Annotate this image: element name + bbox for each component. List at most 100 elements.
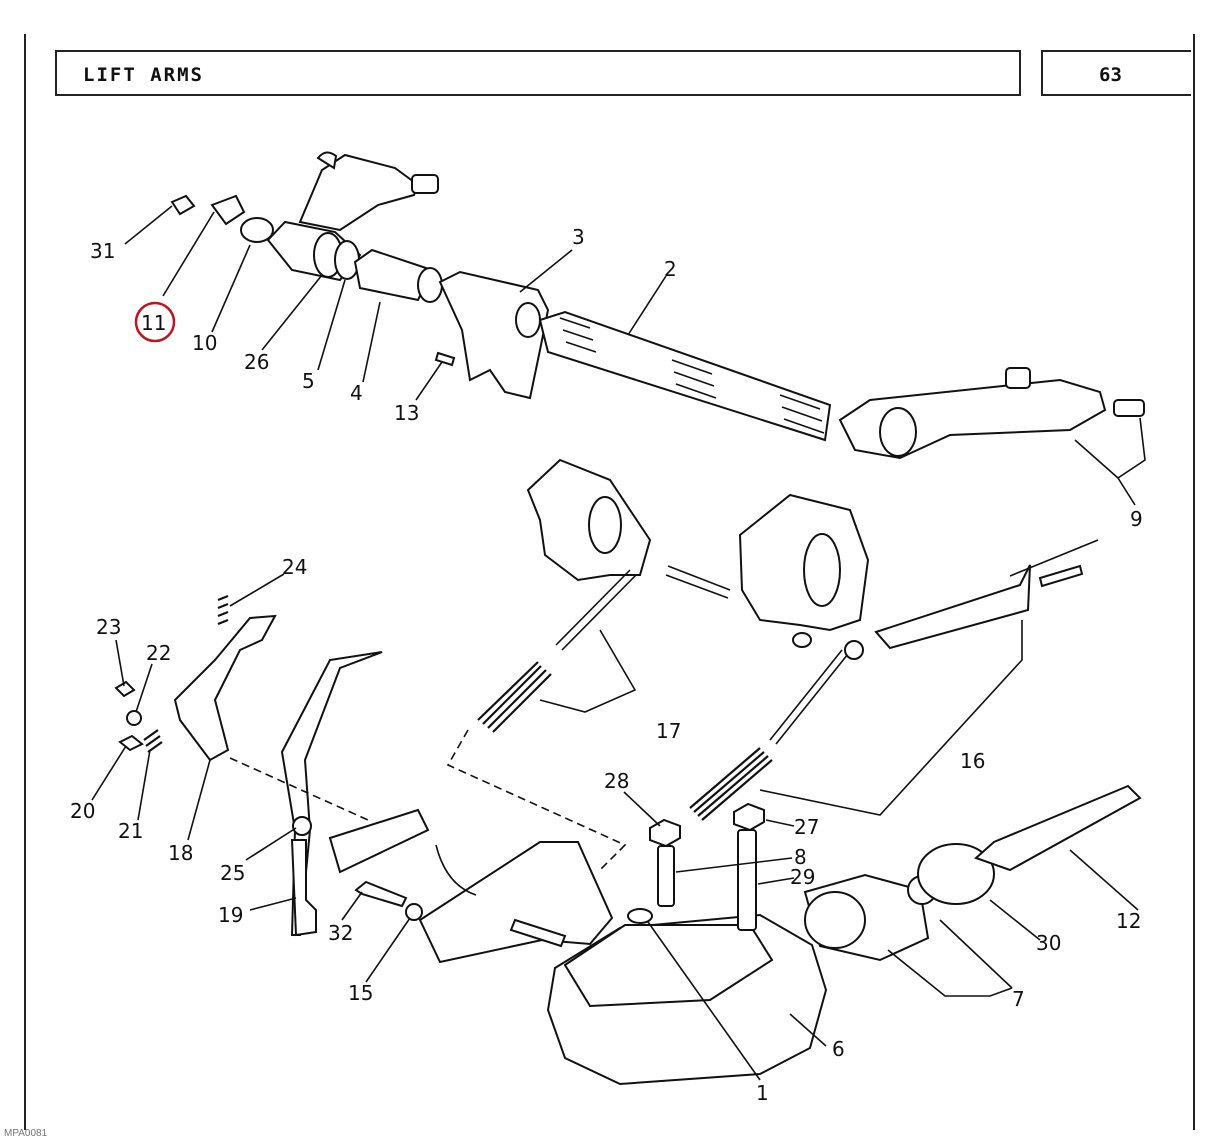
callout-22: 22 xyxy=(146,641,171,665)
leader-7 xyxy=(887,919,1013,997)
nut-27 xyxy=(733,802,765,832)
leader-8 xyxy=(675,857,793,873)
leader-18 xyxy=(187,759,211,841)
cylinder-6-top xyxy=(563,924,774,1008)
link-rod-16 xyxy=(769,649,849,745)
sleeve-4-end xyxy=(417,267,443,303)
leader-23 xyxy=(115,639,125,687)
callout-15: 15 xyxy=(348,981,373,1005)
lower-left-levers xyxy=(114,594,423,937)
lock-plate-11 xyxy=(210,194,246,226)
lever-16 xyxy=(874,564,1031,650)
leader-26 xyxy=(261,274,323,351)
leader-29 xyxy=(757,877,795,885)
leader-19 xyxy=(249,897,297,911)
right-arm-bushing xyxy=(1005,367,1031,389)
lift-cam-3-bore xyxy=(515,302,541,338)
leader-24 xyxy=(229,573,285,607)
control-brackets xyxy=(446,458,1099,871)
right-arm-bore xyxy=(879,407,917,457)
bushing-25 xyxy=(292,816,312,836)
leader-10 xyxy=(211,244,251,333)
callout-1: 1 xyxy=(756,1081,769,1105)
leader-15 xyxy=(365,917,411,983)
leader-5 xyxy=(317,279,346,371)
leader-20 xyxy=(91,745,127,801)
callout-9: 9 xyxy=(1130,507,1143,531)
callout-16: 16 xyxy=(960,749,985,773)
leader-13 xyxy=(415,361,443,401)
lift-shaft-assembly xyxy=(170,151,1145,460)
leader-22 xyxy=(135,663,153,713)
left-lift-arm-pin xyxy=(411,174,439,194)
washer-22 xyxy=(126,710,142,726)
nut-28 xyxy=(649,818,681,848)
leader-32 xyxy=(341,891,363,921)
washer-15 xyxy=(405,903,423,921)
bolt-bracket xyxy=(509,918,567,948)
leader-lines xyxy=(91,205,1146,1081)
callout-11: 11 xyxy=(141,311,166,335)
stud-8 xyxy=(657,845,675,907)
leader-9 xyxy=(1074,417,1146,506)
shaft-spline-a xyxy=(559,317,597,353)
leader-11 xyxy=(162,211,215,297)
lift-cam-3 xyxy=(438,270,550,400)
stud-29 xyxy=(737,829,757,931)
cylinder-assembly xyxy=(328,784,1142,1086)
left-bracket-slot xyxy=(588,496,622,554)
callout-23: 23 xyxy=(96,615,121,639)
right-bracket-slot xyxy=(803,533,841,607)
leader-21 xyxy=(137,749,151,821)
rod-16-top xyxy=(1009,539,1099,577)
callout-24: 24 xyxy=(282,555,307,579)
spring-17 xyxy=(477,661,552,733)
rod-17b xyxy=(665,565,731,599)
callout-29: 29 xyxy=(790,865,815,889)
lever-18 xyxy=(173,614,277,762)
callout-12: 12 xyxy=(1116,909,1141,933)
bracket-17 xyxy=(539,629,637,713)
callout-17: 17 xyxy=(656,719,681,743)
page-number-box: 63 xyxy=(1041,50,1191,96)
title-box: LIFT ARMS xyxy=(55,50,1021,96)
leader-4 xyxy=(362,301,381,383)
nut-20 xyxy=(118,734,144,752)
right-lift-arm-9 xyxy=(838,378,1107,460)
leader-25 xyxy=(245,827,297,861)
leader-31 xyxy=(124,205,173,245)
leader-2 xyxy=(627,275,667,336)
callout-5: 5 xyxy=(302,369,315,393)
push-rod-12 xyxy=(974,784,1142,872)
callout-labels: 31 11 10 26 5 4 13 3 2 9 24 23 22 20 21 … xyxy=(70,225,1143,1105)
spring-27 xyxy=(689,747,773,821)
callout-8: 8 xyxy=(794,845,807,869)
callout-27: 27 xyxy=(794,815,819,839)
right-bracket-washer xyxy=(792,632,812,648)
leader-30 xyxy=(989,899,1041,941)
link-joint xyxy=(844,640,864,660)
leader-12 xyxy=(1069,849,1139,911)
callout-32: 32 xyxy=(328,921,353,945)
oring-1 xyxy=(627,908,653,924)
left-lift-arm-boss xyxy=(316,151,338,170)
piston-7-face xyxy=(804,891,866,949)
callout-13: 13 xyxy=(394,401,419,425)
leader-3 xyxy=(519,249,573,293)
shaft-spline-c xyxy=(779,394,825,434)
left-lift-arm xyxy=(298,153,420,232)
callout-6: 6 xyxy=(832,1037,845,1061)
leader-6 xyxy=(789,1013,827,1047)
callout-31: 31 xyxy=(90,239,115,263)
bolt-32 xyxy=(354,880,408,908)
callout-19: 19 xyxy=(218,903,243,927)
leader-27 xyxy=(765,819,795,827)
link-bracket xyxy=(328,808,430,874)
callout-18: 18 xyxy=(168,841,193,865)
wire-loop xyxy=(435,844,477,896)
page-border-right xyxy=(1193,34,1195,1130)
right-arm-pin xyxy=(1113,399,1145,417)
plate-19 xyxy=(290,839,317,937)
callout-20: 20 xyxy=(70,799,95,823)
dash-link-a xyxy=(446,729,627,871)
